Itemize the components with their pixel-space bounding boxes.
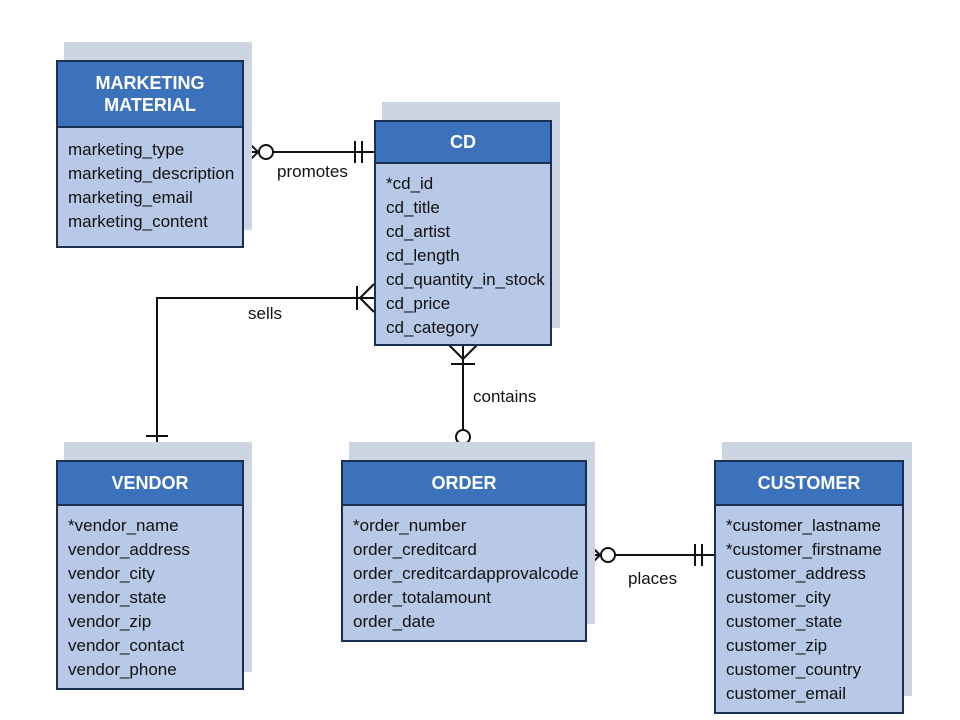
attribute: cd_category	[386, 318, 479, 337]
attribute: marketing_description	[68, 164, 235, 183]
attribute: order_totalamount	[353, 588, 491, 607]
attribute: vendor_zip	[68, 612, 152, 631]
attribute: customer_country	[726, 660, 862, 679]
attribute: customer_city	[726, 588, 831, 607]
attribute: *cd_id	[386, 174, 434, 193]
attribute: *order_number	[353, 516, 467, 535]
attribute: vendor_city	[68, 564, 155, 583]
attribute: cd_price	[386, 294, 451, 313]
attribute: cd_title	[386, 198, 440, 217]
attribute-list: *vendor_name vendor_address vendor_city …	[58, 506, 242, 682]
relationship-label-sells: sells	[248, 304, 283, 323]
entity-name: VENDOR	[111, 473, 189, 493]
attribute: cd_length	[386, 246, 460, 265]
entity-name: MARKETING MATERIAL	[95, 73, 205, 115]
attribute: customer_email	[726, 684, 846, 703]
entity-order: ORDER *order_number order_creditcard ord…	[341, 442, 595, 642]
entity-header: MARKETING MATERIAL	[58, 62, 242, 128]
relationship-label-promotes: promotes	[277, 162, 348, 181]
attribute-list: *customer_lastname *customer_firstname c…	[716, 506, 902, 706]
attribute: vendor_state	[68, 588, 167, 607]
contains-crowfoot-top	[448, 344, 464, 360]
attribute: customer_address	[726, 564, 866, 583]
entity-header: CUSTOMER	[716, 462, 902, 506]
attribute: marketing_content	[68, 212, 208, 231]
entity-name: ORDER	[431, 473, 497, 493]
attribute: *customer_lastname	[726, 516, 881, 535]
sells-crowfoot	[359, 283, 375, 299]
attribute: vendor_contact	[68, 636, 185, 655]
attribute: order_date	[353, 612, 436, 631]
attribute: customer_zip	[726, 636, 828, 655]
attribute: order_creditcard	[353, 540, 477, 559]
attribute: vendor_address	[68, 540, 190, 559]
attribute: customer_state	[726, 612, 843, 631]
entity-header: ORDER	[343, 462, 585, 506]
attribute: marketing_email	[68, 188, 193, 207]
attribute: order_creditcardapprovalcode	[353, 564, 579, 583]
attribute: cd_quantity_in_stock	[386, 270, 545, 289]
sells-line	[156, 297, 374, 460]
entity-vendor: VENDOR *vendor_name vendor_address vendo…	[56, 442, 252, 690]
attribute-list: *order_number order_creditcard order_cre…	[343, 506, 585, 634]
relationship-label-places: places	[628, 569, 678, 588]
entity-name: CUSTOMER	[757, 473, 861, 493]
attribute-list: *cd_id cd_title cd_artist cd_length cd_q…	[376, 164, 550, 340]
entity-header: VENDOR	[58, 462, 242, 506]
entity-cd: CD *cd_id cd_title cd_artist cd_length c…	[374, 102, 560, 346]
places-optional-circle	[600, 547, 616, 563]
attribute: marketing_type	[68, 140, 185, 159]
attribute: vendor_phone	[68, 660, 177, 679]
attribute-list: marketing_type marketing_description mar…	[58, 128, 242, 234]
attribute: *customer_firstname	[726, 540, 882, 559]
entity-marketing-material: MARKETING MATERIAL marketing_type market…	[56, 42, 252, 248]
attribute: *vendor_name	[68, 516, 179, 535]
relationship-label-contains: contains	[473, 387, 537, 406]
attribute: cd_artist	[386, 222, 451, 241]
entity-name: CD	[450, 132, 476, 152]
entity-header: CD	[376, 122, 550, 164]
promotes-optional-circle	[258, 144, 274, 160]
entity-customer: CUSTOMER *customer_lastname *customer_fi…	[714, 442, 912, 714]
